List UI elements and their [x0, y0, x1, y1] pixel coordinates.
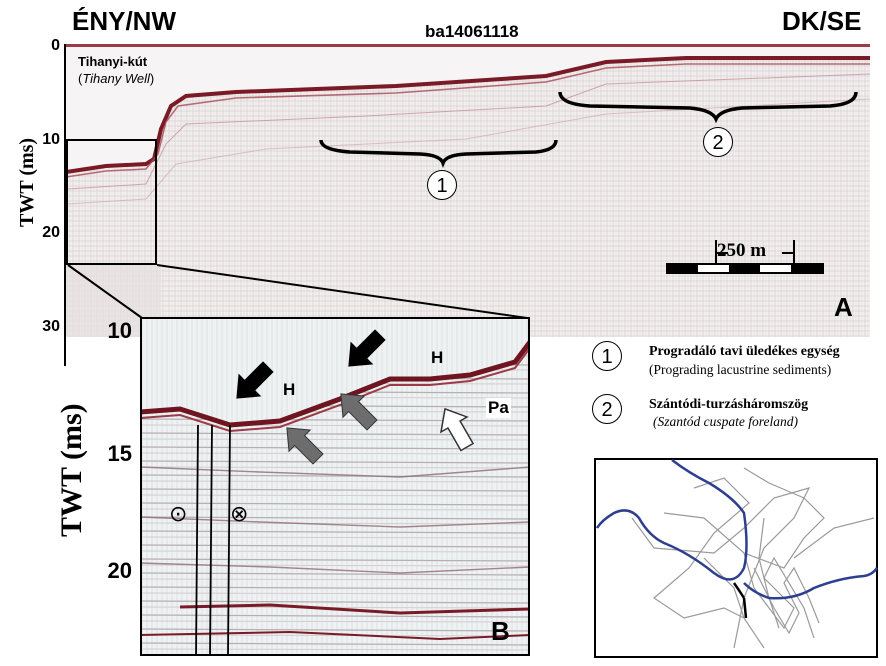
legend-item-2-subtitle: (Szantód cuspate foreland) [653, 414, 798, 430]
title-se: DK/SE [782, 6, 862, 36]
panel-a-y-axis [64, 44, 66, 366]
well-label-en-open: ( [78, 71, 83, 86]
well-line-1 [195, 424, 199, 656]
legend-item-1-number: 1 [592, 341, 622, 371]
legend-item-2-title: Szántódi-turzásháromszög [649, 397, 809, 412]
well-line-3 [227, 424, 231, 656]
panel-b-tick-10: 10 [107, 318, 132, 343]
legend-item-1-subtitle: (Prograding lacustrine sediments) [649, 362, 832, 377]
legend-item-2-subtitle-text: (Szantód cuspate foreland) [653, 414, 798, 429]
panel-b-tick-20: 20 [107, 558, 132, 583]
panel-a-tick-0: 0 [51, 37, 60, 54]
well-label-en-close: ) [149, 71, 155, 86]
panel-b-strong-reflector [179, 603, 530, 615]
panel-b-y-label: TWT (ms) [55, 403, 88, 537]
profile-id: ba14061118 [425, 22, 519, 41]
panel-b-seismic-section [140, 317, 530, 656]
panel-a-seafloor-reflector [66, 56, 870, 174]
arrow-black-2 [348, 329, 386, 367]
unit-2-marker: 2 [703, 127, 733, 157]
legend-item-2-number: 2 [592, 394, 622, 424]
scale-label: 250 m [717, 240, 767, 261]
panel-b-tick-15: 15 [107, 441, 132, 466]
panel-b-letter: B [491, 616, 510, 646]
panel-a-letter: A [834, 292, 853, 322]
title-nw: ÉNY/NW [72, 6, 176, 36]
symbol-out-of-plane: ⊙ [169, 502, 188, 527]
well-line-2 [209, 424, 213, 656]
arrow-black-1 [236, 361, 274, 399]
panel-a-tick-10: 10 [42, 131, 60, 148]
panel-b-label-pa: Pa [486, 398, 511, 418]
arrow-grey-1 [286, 427, 324, 465]
brace-unit-1 [319, 139, 558, 168]
arrow-grey-2 [340, 393, 378, 431]
panel-a-tick-30: 30 [42, 318, 60, 335]
well-label-en: Tihany Well [82, 71, 150, 86]
scale-bar [666, 240, 824, 274]
unit-1-marker: 1 [427, 170, 457, 200]
zoom-line-right [156, 264, 528, 319]
panel-b-label-h2: H [431, 348, 444, 367]
lake-shoreline [595, 459, 748, 581]
panel-b-label-h1: H [283, 380, 296, 399]
brace-unit-2 [558, 91, 858, 124]
legend-item-1-title: Progradáló tavi üledékes egység [649, 344, 840, 359]
zoom-line-top [67, 264, 143, 319]
location-map [594, 458, 878, 658]
panel-a-tick-20: 20 [42, 224, 60, 241]
panel-a-zoom-box [66, 139, 157, 265]
well-label: Tihanyi-kút [78, 54, 148, 69]
arrow-white-1 [439, 407, 475, 452]
panel-b-seafloor-reflector [140, 340, 530, 428]
symbol-into-plane: ⊗ [230, 502, 249, 527]
well-label-en-wrap: (Tihany Well) [78, 71, 154, 86]
